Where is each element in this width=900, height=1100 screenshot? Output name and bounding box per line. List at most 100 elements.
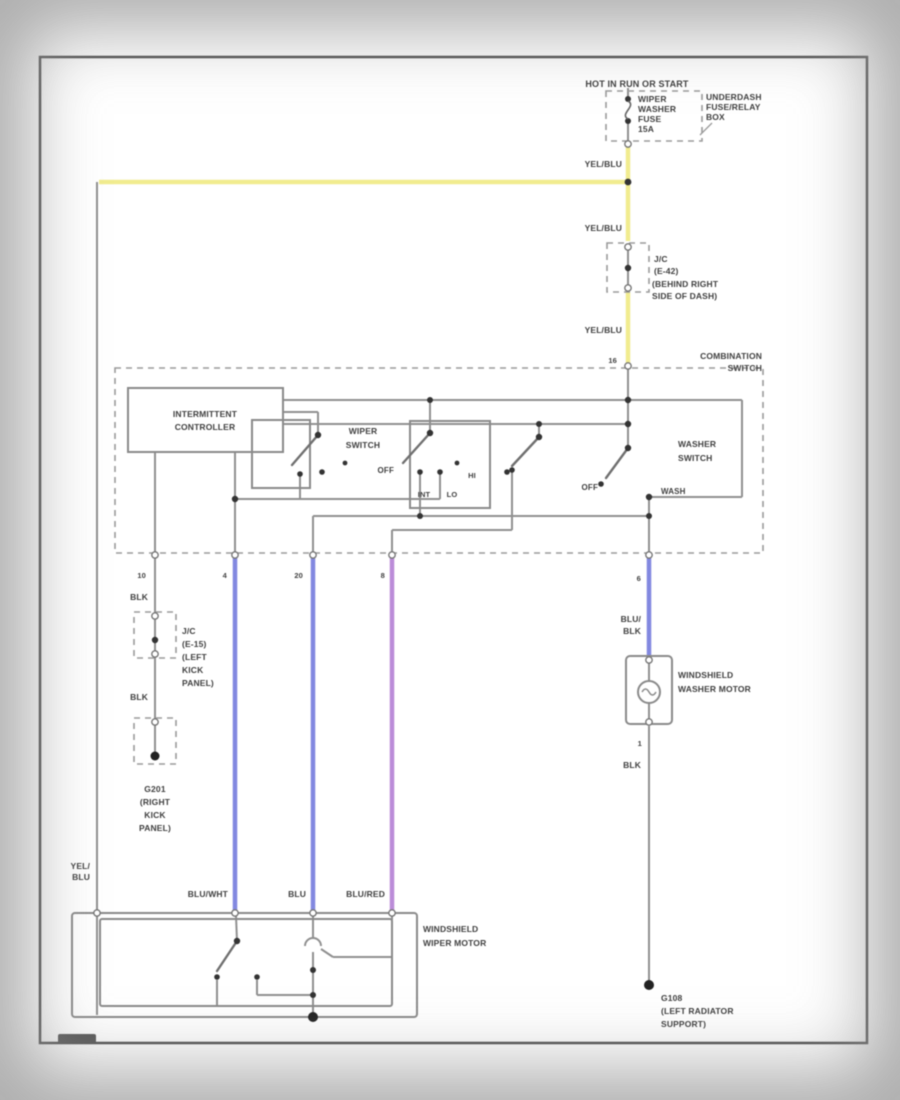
wiper-switch-arm [401,431,432,465]
jc-e42-label: J/C (E-42) (BEHIND RIGHT SIDE OF DASH) [652,254,719,301]
wiper-switch-inner-box-2 [409,420,491,509]
svg-text:WIPER: WIPER [638,94,667,104]
wire-label-blu-red: BLU/RED [346,889,385,899]
svg-text:WIPER MOTOR: WIPER MOTOR [423,938,486,948]
wiper-hi-label: HI [468,471,476,480]
jc-e15-label: J/C (E-15) (LEFT KICK PANEL) [182,626,214,688]
svg-text:(LEFT: (LEFT [182,652,207,662]
svg-text:G201: G201 [144,784,166,794]
wire-label-yel-blu-left: YEL/ BLU [71,861,91,882]
gray-wiring [96,88,743,1017]
svg-text:FUSE: FUSE [638,114,661,124]
svg-text:BLU: BLU [72,872,90,882]
wire-label-blk-1: BLK [130,592,149,602]
g201-ground-label: G201 (RIGHT KICK PANEL) [139,784,171,833]
svg-text:J/C: J/C [182,626,196,636]
g108-ground-dot [644,980,654,990]
svg-text:COMBINATION: COMBINATION [700,351,762,361]
svg-text:SWITCH: SWITCH [346,440,380,450]
connector-pins [93,140,653,917]
svg-text:BLK: BLK [623,626,642,636]
washer-switch-label: WASHER SWITCH [678,439,716,463]
svg-text:SWITCH: SWITCH [678,453,712,463]
component-boxes [71,387,673,1018]
underdash-fusebox-label: UNDERDASH FUSE/RELAY BOX [706,92,762,122]
junction-dots [151,178,653,998]
power-wires [99,146,652,911]
svg-text:WINDSHIELD: WINDSHIELD [423,924,478,934]
svg-text:(E-15): (E-15) [182,639,207,649]
dashed-component-boxes [114,90,764,765]
pin-6-label: 6 [637,574,641,583]
svg-text:(RIGHT: (RIGHT [140,797,171,807]
wiper-switch-label: WIPER SWITCH [346,426,380,450]
switch-arms [215,431,630,973]
svg-text:BOX: BOX [706,112,725,122]
washer-switch-arm [604,446,630,480]
fuse-label: WIPER WASHER FUSE 15A [638,94,676,134]
pin-20-label: 20 [294,571,303,580]
svg-text:WASHER MOTOR: WASHER MOTOR [678,684,751,694]
fusebox-leader-line [699,122,713,136]
svg-text:SWITCH: SWITCH [728,363,762,373]
washer-motor-symbol [637,680,661,704]
svg-text:KICK: KICK [144,810,166,820]
wiper-motor-case-ground-dot [308,1012,318,1022]
svg-text:CONTROLLER: CONTROLLER [175,422,236,432]
pin-8-label: 8 [381,571,385,580]
svg-text:WASHER: WASHER [678,439,716,449]
svg-text:(LEFT RADIATOR: (LEFT RADIATOR [661,1006,734,1016]
hot-feed-note: HOT IN RUN OR START [585,79,689,89]
wiper-washer-fuse-symbol [624,96,632,124]
svg-text:YEL/: YEL/ [71,861,91,871]
svg-text:J/C: J/C [654,254,668,264]
g108-ground-label: G108 (LEFT RADIATOR SUPPORT) [661,993,734,1029]
wiper-int-switch-arm [290,433,320,467]
svg-text:15A: 15A [638,124,654,134]
pin-4-label: 4 [223,571,228,580]
svg-text:BLU/: BLU/ [621,614,642,624]
svg-text:FUSE/RELAY: FUSE/RELAY [706,102,761,112]
svg-text:UNDERDASH: UNDERDASH [706,92,762,102]
wiper-int-label: INT [418,490,431,499]
jc-e42-connector-box [606,242,650,293]
page-border [38,55,869,1045]
svg-text:SIDE OF DASH): SIDE OF DASH) [652,291,717,301]
washer-motor-label: WINDSHIELD WASHER MOTOR [678,670,751,694]
wiper-motor-park-switch-arm [215,939,239,973]
svg-text:G108: G108 [661,993,683,1003]
wiper-switch-inner-box-1 [251,419,311,489]
svg-text:WASHER: WASHER [638,104,676,114]
wiper-motor-label: WINDSHIELD WIPER MOTOR [423,924,486,948]
svg-text:PANEL): PANEL) [139,823,171,833]
washer-off-label: OFF [582,483,598,492]
wiper-motor-outer-box [71,912,418,1018]
underdash-fuse-box-outline [605,90,703,142]
svg-text:WINDSHIELD: WINDSHIELD [678,670,733,680]
pin-1-label: 1 [638,739,642,748]
wire-label-blk-3: BLK [623,760,642,770]
wire-label-blu-wht: BLU/WHT [188,889,229,899]
wiper-hi-switch-arm [510,435,541,468]
svg-text:INTERMITTENT: INTERMITTENT [173,409,238,419]
wiper-off-label: OFF [378,466,394,475]
diagram-code-smudge [58,1034,96,1043]
svg-text:SUPPORT): SUPPORT) [661,1019,706,1029]
svg-text:(E-42): (E-42) [654,266,679,276]
wire-label-blu: BLU [288,889,306,899]
wiper-motor-winding-symbol [304,937,322,947]
pin-10-label: 10 [137,571,146,580]
ground-dots [150,751,654,1022]
combination-switch-box [114,367,764,554]
pin-16-label: 16 [608,356,617,365]
svg-text:(BEHIND RIGHT: (BEHIND RIGHT [652,279,719,289]
svg-text:WIPER: WIPER [349,426,378,436]
washer-wash-label: WASH [661,487,686,496]
wire-label-yel-blu-3: YEL/BLU [585,325,622,335]
wire-label-yel-blu-1: YEL/BLU [585,159,622,169]
svg-text:KICK: KICK [182,665,204,675]
washer-motor-winding-symbol [641,688,657,696]
